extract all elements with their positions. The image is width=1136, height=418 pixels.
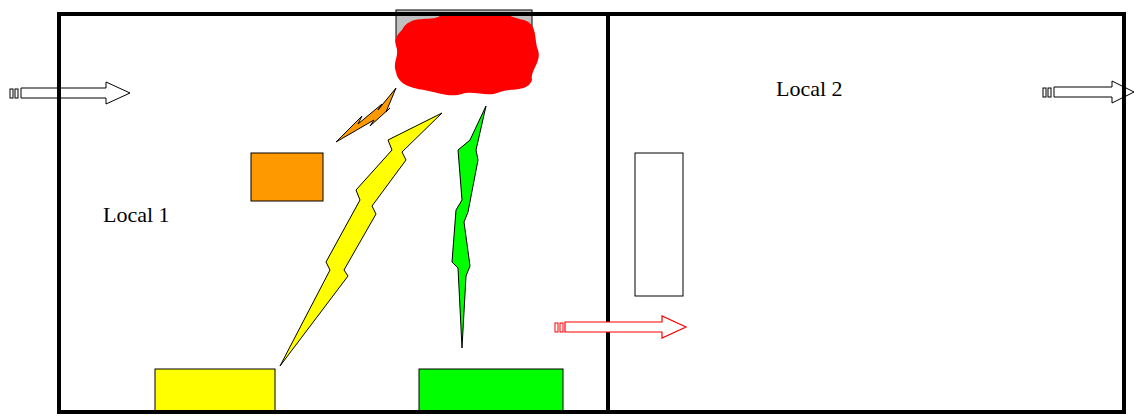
room-outline: Local 1 xyxy=(57,12,610,414)
air-inflow-arrow xyxy=(10,82,130,104)
arrow-tail xyxy=(560,323,563,332)
air-outflow-arrow xyxy=(1043,81,1134,103)
radiation-bolt xyxy=(280,113,442,366)
room-outline: Local 2 xyxy=(606,12,1126,414)
green-object xyxy=(419,369,563,413)
white-object xyxy=(635,153,683,296)
room-label: Local 2 xyxy=(776,76,843,102)
fire xyxy=(395,12,539,95)
radiation-bolt xyxy=(336,88,396,142)
yellow-object xyxy=(155,369,275,413)
orange-object xyxy=(251,153,323,201)
arrow-tail xyxy=(555,323,558,332)
smoke-flow-arrow xyxy=(565,316,686,338)
radiation-bolt xyxy=(452,106,486,348)
room-label: Local 1 xyxy=(103,202,170,228)
